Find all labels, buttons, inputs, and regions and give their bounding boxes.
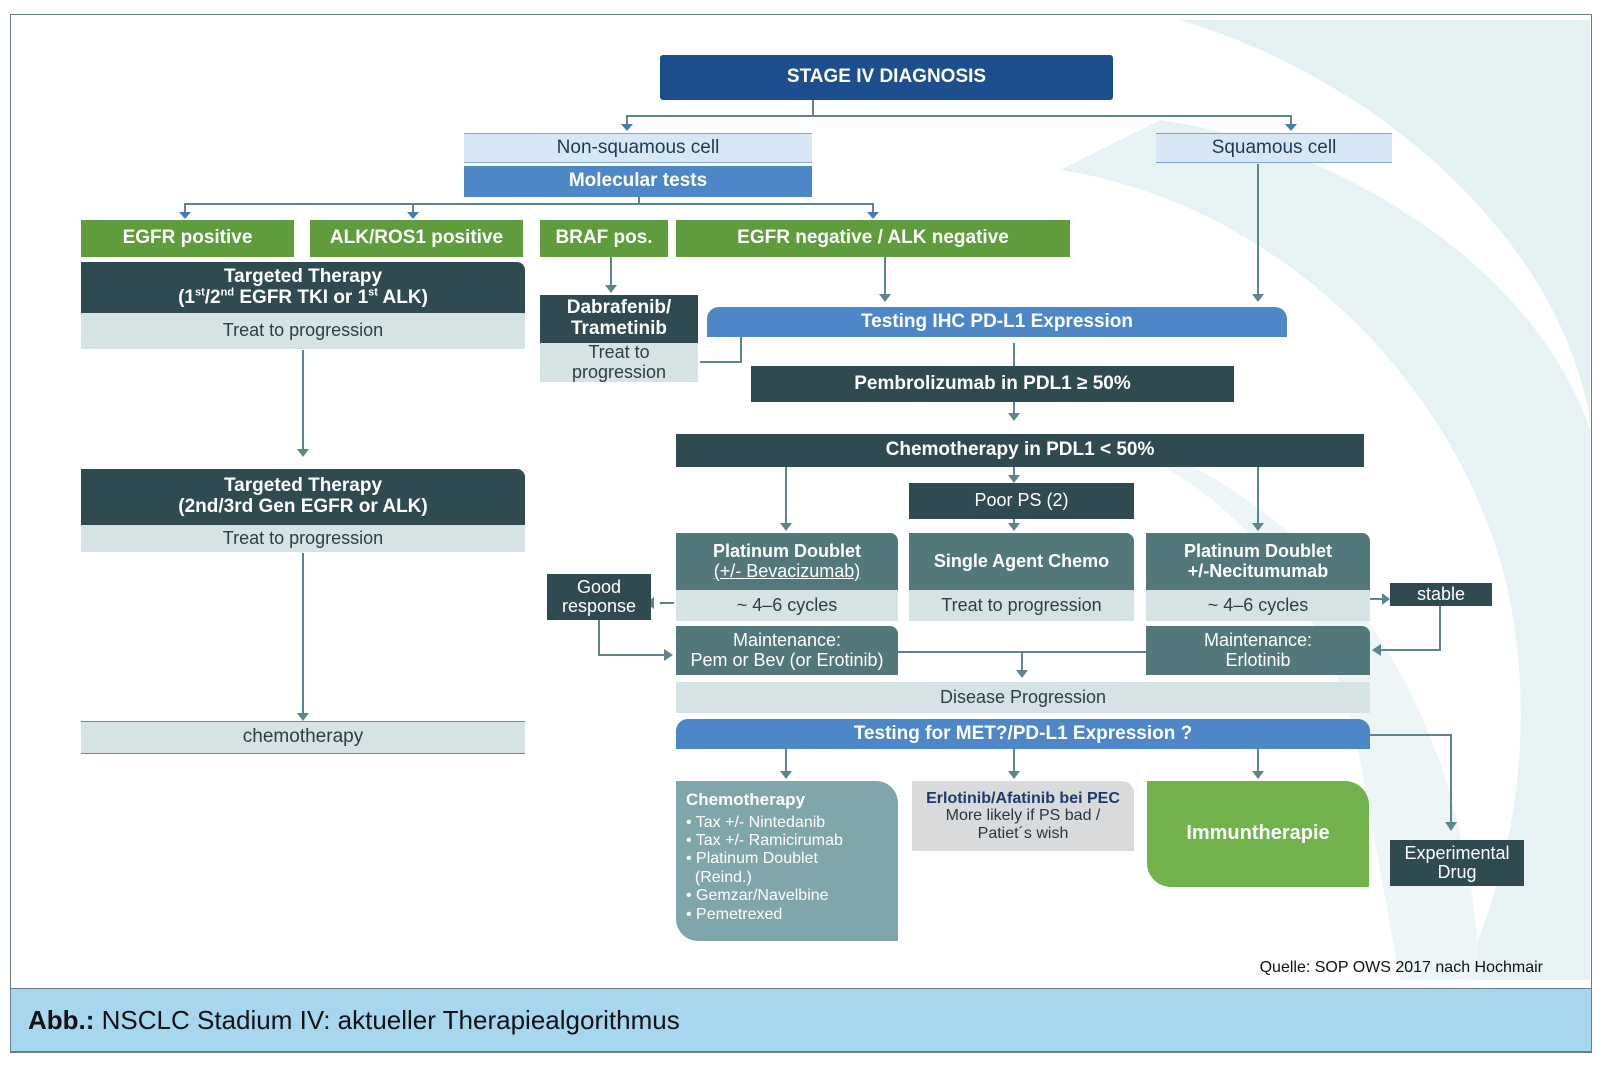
squamous-box: Squamous cell — [1156, 133, 1392, 163]
stage-iv-diagnosis-box: STAGE IV DIAGNOSIS — [660, 55, 1113, 100]
chemotherapy-pdl1-lt50-box: Chemotherapy in PDL1 < 50% — [676, 434, 1364, 467]
platinum-doublet-necitumumab-box: Platinum Doublet +/-Necitumumab — [1146, 533, 1370, 590]
chemo-option-item: • Tax +/- Ramicirumab — [686, 831, 843, 849]
poor-ps-box: Poor PS (2) — [909, 483, 1134, 519]
dabrafenib-trametinib-box: Dabrafenib/ Trametinib — [540, 295, 698, 343]
treat-to-progression-single-agent: Treat to progression — [909, 590, 1134, 621]
maintenance-left-box: Maintenance: Pem or Bev (or Erotinib) — [676, 626, 898, 675]
targeted-therapy-second-line-box: Targeted Therapy (2nd/3rd Gen EGFR or AL… — [81, 469, 525, 525]
caption-label: Abb.: — [28, 1004, 95, 1035]
chemotherapy-options-title: Chemotherapy — [686, 790, 806, 809]
platinum-doublet-bev-title: Platinum Doublet — [713, 541, 861, 562]
testing-met-pdl1-box: Testing for MET?/PD-L1 Expression ? — [676, 719, 1370, 749]
immuntherapie-box: Immuntherapie — [1147, 781, 1369, 887]
egfr-alk-negative-box: EGFR negative / ALK negative — [676, 220, 1070, 257]
single-agent-chemo-box: Single Agent Chemo — [909, 533, 1134, 590]
non-squamous-box: Non-squamous cell — [464, 133, 812, 163]
egfr-positive-box: EGFR positive — [81, 220, 294, 257]
platinum-doublet-bevacizumab-box: Platinum Doublet (+/- Bevacizumab) — [676, 533, 898, 590]
erlotinib-afatinib-title: Erlotinib/Afatinib bei PEC — [926, 790, 1120, 808]
chemotherapy-left-box: chemotherapy — [81, 721, 525, 754]
chemo-option-item: • Pemetrexed — [686, 905, 783, 923]
cycles-right-box: ~ 4–6 cycles — [1146, 590, 1370, 621]
good-response-box: Good response — [547, 574, 651, 620]
chemo-option-item: (Reind.) — [686, 868, 752, 886]
treat-to-progression-first-line: Treat to progression — [81, 313, 525, 349]
stable-box: stable — [1390, 583, 1492, 606]
platinum-doublet-bev-sub: (+/- Bevacizumab) — [713, 560, 861, 581]
pembrolizumab-box: Pembrolizumab in PDL1 ≥ 50% — [751, 366, 1234, 402]
molecular-tests-box: Molecular tests — [464, 166, 812, 197]
treat-to-progression-second-line: Treat to progression — [81, 525, 525, 552]
disease-progression-box: Disease Progression — [676, 682, 1370, 713]
erlotinib-afatinib-sub: More likely if PS bad / Patiet´s wish — [945, 807, 1101, 842]
targeted-therapy-first-line-detail: (1st/2nd EGFR TKI or 1st ALK) — [178, 286, 428, 308]
caption-text: NSCLC Stadium IV: aktueller Therapiealgo… — [94, 1004, 680, 1035]
source-note: Quelle: SOP OWS 2017 nach Hochmair — [1259, 959, 1543, 976]
treat-to-progression-braf: Treat to progression — [540, 342, 698, 382]
testing-ihc-pdl1-box: Testing IHC PD-L1 Expression — [707, 307, 1287, 337]
chemotherapy-options-box: Chemotherapy • Tax +/- Nintedanib • Tax … — [676, 781, 898, 941]
chemo-option-item: • Gemzar/Navelbine — [686, 887, 829, 905]
alk-ros1-positive-box: ALK/ROS1 positive — [310, 220, 523, 257]
erlotinib-afatinib-box: Erlotinib/Afatinib bei PEC More likely i… — [912, 781, 1134, 851]
cycles-left-box: ~ 4–6 cycles — [676, 590, 898, 621]
targeted-therapy-first-line-title: Targeted Therapy — [223, 265, 383, 287]
figure-caption: Abb.: NSCLC Stadium IV: aktueller Therap… — [10, 988, 1592, 1052]
maintenance-right-box: Maintenance: Erlotinib — [1146, 626, 1370, 675]
braf-positive-box: BRAF pos. — [540, 220, 668, 257]
chemo-option-item: • Platinum Doublet — [686, 850, 818, 868]
chemo-option-item: • Tax +/- Nintedanib — [686, 813, 826, 831]
experimental-drug-box: Experimental Drug — [1390, 840, 1524, 886]
targeted-therapy-first-line-box: Targeted Therapy (1st/2nd EGFR TKI or 1s… — [81, 262, 525, 313]
